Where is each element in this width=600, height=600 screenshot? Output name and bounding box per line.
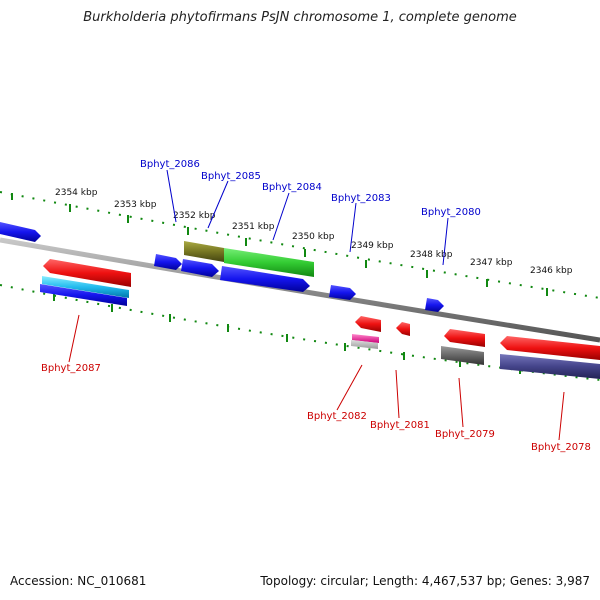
gene-arrow[interactable] <box>441 346 484 365</box>
top-gene-labels: Bphyt_2086 Bphyt_2085 Bphyt_2084 Bphyt_2… <box>140 159 481 218</box>
scale-labels: 2354 kbp 2353 kbp 2352 kbp 2351 kbp 2350… <box>55 188 573 276</box>
gene-arrow[interactable] <box>0 222 41 242</box>
scale-label: 2349 kbp <box>351 241 394 251</box>
scale-label: 2351 kbp <box>232 222 275 232</box>
scale-label: 2347 kbp <box>470 258 513 268</box>
gene-label[interactable]: Bphyt_2078 <box>531 442 591 453</box>
gene-arrow[interactable] <box>500 354 600 379</box>
gene-arrow[interactable] <box>40 284 127 306</box>
gene-arrow[interactable] <box>444 329 485 347</box>
gene-arrow[interactable] <box>396 322 410 336</box>
gene-label[interactable]: Bphyt_2086 <box>140 159 200 170</box>
top-strand-genes <box>0 222 444 312</box>
gene-arrow[interactable] <box>352 334 379 343</box>
gene-arrow[interactable] <box>500 336 600 360</box>
scale-label: 2352 kbp <box>173 211 216 221</box>
gene-arrow[interactable] <box>355 316 381 332</box>
bottom-leader-lines <box>68 314 565 441</box>
gene-label[interactable]: Bphyt_2080 <box>421 207 481 218</box>
gene-arrow[interactable] <box>43 259 131 287</box>
topology-text: Topology: circular; Length: 4,467,537 bp… <box>260 574 590 588</box>
gene-arrow[interactable] <box>181 259 219 277</box>
gene-label[interactable]: Bphyt_2084 <box>262 182 322 193</box>
gene-label[interactable]: Bphyt_2081 <box>370 420 430 431</box>
gene-label[interactable]: Bphyt_2087 <box>41 363 101 374</box>
gene-arrow[interactable] <box>329 285 356 300</box>
bottom-strand-genes <box>40 259 600 379</box>
gene-arrow[interactable] <box>425 298 444 312</box>
gene-arrow[interactable] <box>224 248 314 277</box>
gene-arrow[interactable] <box>42 276 129 298</box>
scale-label: 2354 kbp <box>55 188 98 198</box>
scale-label: 2348 kbp <box>410 250 453 260</box>
major-ticks <box>11 193 548 374</box>
bottom-gene-labels: Bphyt_2087 Bphyt_2082 Bphyt_2081 Bphyt_2… <box>41 363 591 453</box>
gene-label[interactable]: Bphyt_2082 <box>307 411 367 422</box>
scale-label: 2353 kbp <box>114 200 157 210</box>
scale-label: 2350 kbp <box>292 232 335 242</box>
gene-arrow[interactable] <box>351 340 378 349</box>
gene-label[interactable]: Bphyt_2079 <box>435 429 495 440</box>
top-leader-lines <box>166 169 449 266</box>
gene-label[interactable]: Bphyt_2085 <box>201 171 261 182</box>
gene-arrow[interactable] <box>184 241 224 262</box>
gene-arrow[interactable] <box>220 266 310 292</box>
map-title: Burkholderia phytofirmans PsJN chromosom… <box>83 10 517 25</box>
scale-label: 2346 kbp <box>530 266 573 276</box>
gene-arrow[interactable] <box>154 254 182 270</box>
accession-text: Accession: NC_010681 <box>10 574 147 588</box>
gene-label[interactable]: Bphyt_2083 <box>331 193 391 204</box>
